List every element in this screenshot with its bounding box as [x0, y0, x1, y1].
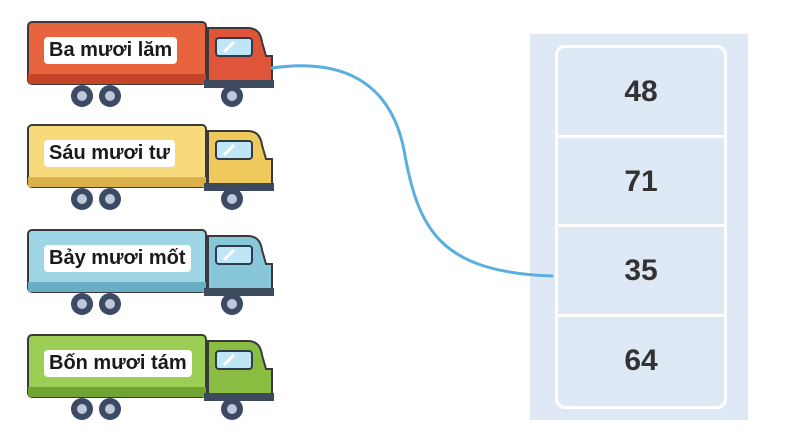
number-value: 64 — [624, 344, 658, 377]
truck-label: Bốn mươi tám — [44, 350, 192, 377]
number-value: 71 — [624, 165, 658, 198]
number-cell[interactable]: 35 — [555, 227, 727, 315]
number-cell[interactable]: 48 — [555, 48, 727, 136]
number-panel — [530, 34, 748, 420]
truck-label: Ba mươi lăm — [44, 37, 178, 64]
truck-label: Sáu mươi tư — [44, 140, 175, 167]
cell-divider — [555, 224, 727, 227]
panel-frame — [555, 45, 727, 409]
truck-2[interactable]: Sáu mươi tư — [27, 119, 278, 210]
truck-1[interactable]: Ba mươi lăm — [27, 16, 278, 107]
number-cell[interactable]: 64 — [555, 317, 727, 405]
cell-divider — [555, 135, 727, 138]
number-value: 35 — [624, 254, 658, 287]
number-cell[interactable]: 71 — [555, 138, 727, 226]
cell-divider — [555, 314, 727, 317]
truck-3[interactable]: Bảy mươi mốt — [27, 224, 278, 315]
number-value: 48 — [624, 75, 658, 108]
truck-label: Bảy mươi mốt — [44, 245, 191, 272]
truck-4[interactable]: Bốn mươi tám — [27, 329, 278, 420]
